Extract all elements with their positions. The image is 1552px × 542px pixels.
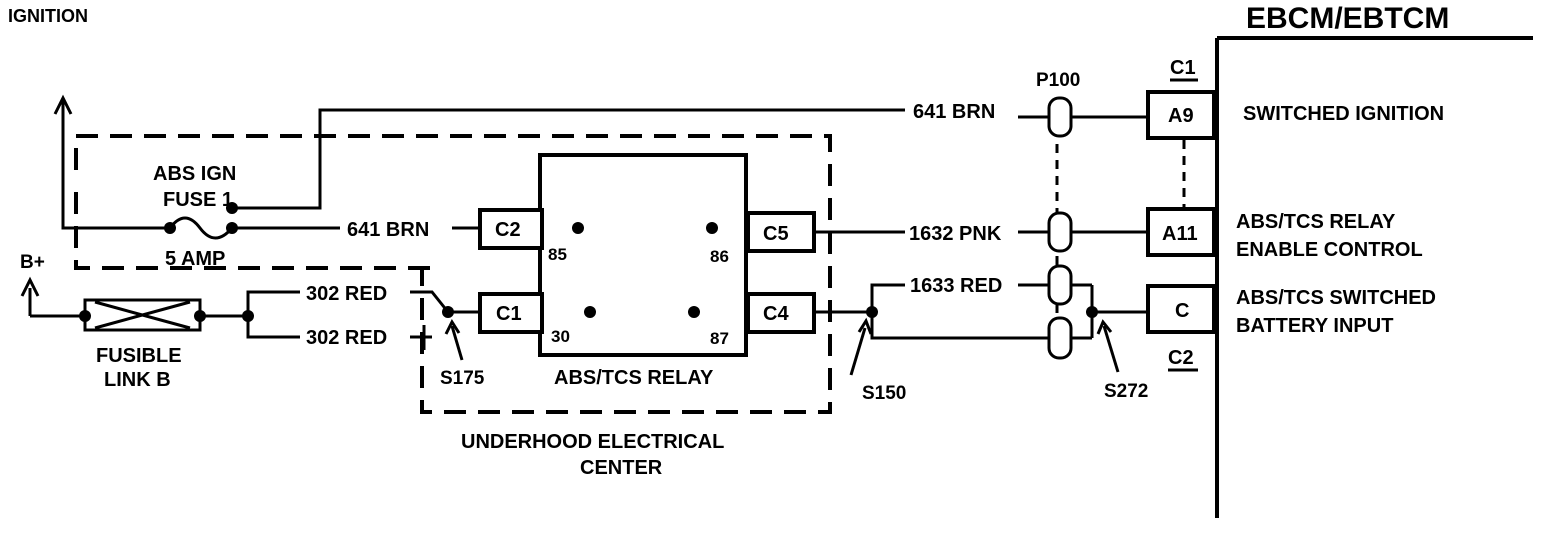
wire-641-top-label: 641 BRN bbox=[913, 101, 995, 123]
pin-c-label: C bbox=[1175, 300, 1189, 322]
underhood-boundary bbox=[74, 134, 832, 414]
relay-pin-86-label: 86 bbox=[710, 247, 729, 266]
wire-302-bottom-label: 302 RED bbox=[306, 327, 387, 349]
splice-s150-label: S150 bbox=[862, 383, 906, 404]
wire-1632-label: 1632 PNK bbox=[909, 223, 1002, 245]
splice-pointers bbox=[444, 317, 1120, 376]
fusible-link-symbol bbox=[83, 298, 202, 332]
p100-connectors bbox=[1047, 96, 1073, 360]
relay-pin-85-label: 85 bbox=[548, 245, 567, 264]
underhood-label-line2: CENTER bbox=[580, 457, 663, 479]
module-connector-c2-label: C2 bbox=[1168, 347, 1194, 369]
splice-s272-label: S272 bbox=[1104, 381, 1148, 402]
relay-c2-label: C2 bbox=[495, 219, 521, 241]
battery-input-label-line2: BATTERY INPUT bbox=[1236, 315, 1393, 337]
fuse-label-line1: ABS IGN bbox=[153, 163, 236, 185]
relay-pin-30-label: 30 bbox=[551, 327, 570, 346]
wire-302-top-label: 302 RED bbox=[306, 283, 387, 305]
fusible-link-label-line1: FUSIBLE bbox=[96, 345, 182, 367]
relay-c1-label: C1 bbox=[496, 303, 522, 325]
b-plus-label: B+ bbox=[20, 252, 45, 273]
relay-connector-c2 bbox=[478, 208, 544, 250]
fuse-label-line2: FUSE 1 bbox=[163, 189, 233, 211]
pin-a11-label: A11 bbox=[1162, 223, 1198, 245]
relay-connector-c1 bbox=[478, 292, 544, 334]
splice-s175-label: S175 bbox=[440, 368, 485, 389]
battery-input-label-line1: ABS/TCS SWITCHED bbox=[1236, 287, 1436, 309]
wire-1633-label: 1633 RED bbox=[910, 275, 1002, 297]
module-pin-c-box bbox=[1146, 284, 1216, 334]
pin-a9-label: A9 bbox=[1168, 105, 1194, 127]
underhood-label-line1: UNDERHOOD ELECTRICAL bbox=[461, 431, 724, 453]
relay-connector-c4 bbox=[746, 292, 816, 334]
relay-connector-c5 bbox=[746, 211, 816, 253]
fuse-rating-label: 5 AMP bbox=[165, 248, 225, 270]
enable-control-label-line2: ENABLE CONTROL bbox=[1236, 239, 1423, 261]
relay-name-label: ABS/TCS RELAY bbox=[554, 367, 714, 389]
relay-c4-label: C4 bbox=[763, 303, 789, 325]
ignition-arrow-icon bbox=[53, 94, 73, 115]
splice-dots bbox=[79, 202, 1098, 322]
relay-pin-87-label: 87 bbox=[710, 329, 729, 348]
p100-label: P100 bbox=[1036, 70, 1080, 91]
fuse-symbol bbox=[168, 216, 234, 240]
module-pin-a11-box bbox=[1146, 207, 1216, 257]
module-connector-c1-label: C1 bbox=[1170, 57, 1196, 79]
module-title: EBCM/EBTCM bbox=[1246, 2, 1449, 35]
relay-box bbox=[538, 153, 748, 357]
module-pin-a9-box bbox=[1146, 90, 1216, 140]
wire-641-mid-label: 641 BRN bbox=[347, 219, 429, 241]
enable-control-label-line1: ABS/TCS RELAY bbox=[1236, 211, 1396, 233]
b-plus-arrow-icon bbox=[20, 276, 40, 297]
relay-c5-label: C5 bbox=[763, 223, 789, 245]
switched-ignition-label: SWITCHED IGNITION bbox=[1243, 103, 1444, 125]
ignition-label: IGNITION bbox=[8, 6, 88, 26]
fusible-link-label-line2: LINK B bbox=[104, 369, 171, 391]
